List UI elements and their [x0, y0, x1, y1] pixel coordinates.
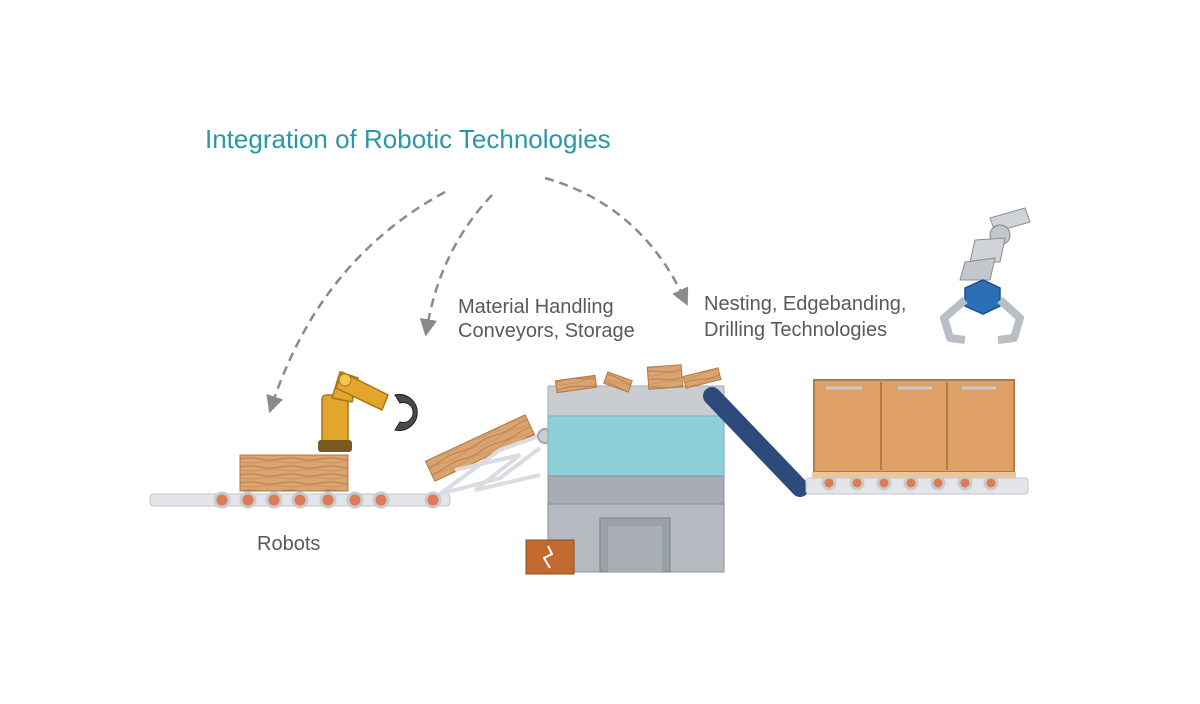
arrow-to-material-handling — [419, 194, 493, 337]
storage-machine — [547, 364, 725, 573]
electrical-box — [525, 539, 575, 575]
gripper-hex — [964, 279, 1001, 315]
label-material-handling-line2: Conveyors, Storage — [458, 320, 635, 342]
wood-panel-stack — [239, 454, 349, 492]
label-material-handling-line1: Material Handling — [458, 296, 614, 318]
label-nesting-line2: Drilling Technologies — [704, 319, 888, 341]
gripper-robot — [940, 207, 1031, 344]
incoming-plank — [424, 414, 536, 482]
left-conveyor-rollers — [213, 491, 442, 509]
blue-chute — [703, 387, 809, 497]
right-conveyor — [805, 475, 1029, 495]
label-robots: Robots — [257, 533, 321, 555]
flow-arrows — [266, 176, 689, 414]
arrow-to-robots — [266, 190, 446, 414]
right-conveyor-rollers — [821, 475, 999, 491]
label-nesting-line1: Nesting, Edgebanding, — [704, 293, 907, 315]
finished-cabinet — [812, 379, 1016, 478]
scissor-lift — [438, 428, 553, 496]
arrow-to-nesting — [544, 176, 689, 306]
diagram-title: Integration of Robotic Technologies — [205, 124, 611, 154]
robot-arm — [318, 370, 418, 452]
robot-gripper — [394, 394, 418, 431]
left-conveyor — [149, 491, 451, 509]
